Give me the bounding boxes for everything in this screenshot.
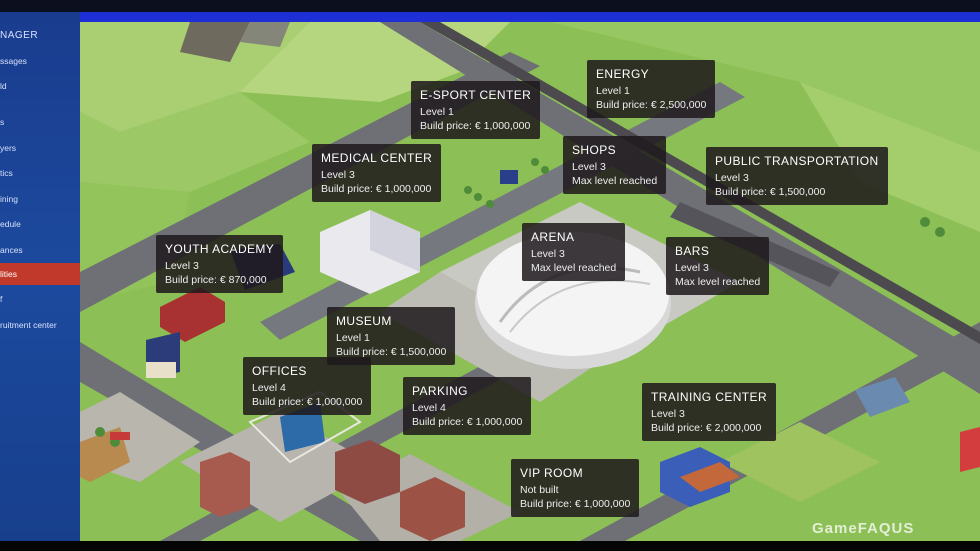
facility-price: Build price: € 1,500,000 xyxy=(715,186,826,198)
facility-name: SHOPS xyxy=(572,143,617,157)
facility-training-center[interactable]: TRAINING CENTER Level 3 Build price: € 2… xyxy=(642,383,777,441)
facility-museum[interactable]: MUSEUM Level 1 Build price: € 1,500,000 xyxy=(327,307,456,365)
facility-level: Level 3 xyxy=(675,262,709,274)
facility-esport-center[interactable]: E-SPORT CENTER Level 1 Build price: € 1,… xyxy=(411,81,541,139)
facility-level: Level 1 xyxy=(336,332,370,344)
facility-vip-room[interactable]: VIP ROOM Not built Build price: € 1,000,… xyxy=(511,459,640,517)
facility-arena[interactable]: ARENA Level 3 Max level reached xyxy=(522,223,626,281)
facility-shops[interactable]: SHOPS Level 3 Max level reached xyxy=(563,136,667,194)
facility-parking[interactable]: PARKING Level 4 Build price: € 1,000,000 xyxy=(403,377,532,435)
facility-name: BARS xyxy=(675,244,710,258)
facility-name: ENERGY xyxy=(596,67,650,81)
facility-name: VIP ROOM xyxy=(520,466,583,480)
facility-name: OFFICES xyxy=(252,364,307,378)
facility-level: Level 4 xyxy=(412,402,446,414)
facility-name: TRAINING CENTER xyxy=(651,390,768,404)
sidebar-title: NAGER xyxy=(0,30,39,41)
sidebar-item-club[interactable]: s xyxy=(0,117,5,127)
facility-name: ARENA xyxy=(531,230,575,244)
facility-price: Build price: € 1,000,000 xyxy=(321,183,432,195)
facility-level: Not built xyxy=(520,484,559,496)
top-accent-bar xyxy=(80,12,980,22)
sidebar-item-finances[interactable]: ances xyxy=(0,245,23,255)
facility-offices[interactable]: OFFICES Level 4 Build price: € 1,000,000 xyxy=(243,357,372,415)
facility-name: YOUTH ACADEMY xyxy=(165,242,275,256)
facility-name: E-SPORT CENTER xyxy=(420,88,532,102)
facility-price: Build price: € 1,000,000 xyxy=(412,416,523,428)
sidebar-item-players[interactable]: yers xyxy=(0,143,17,153)
sidebar-item-messages[interactable]: ssages xyxy=(0,56,27,66)
facility-price: Build price: € 2,500,000 xyxy=(596,99,707,111)
facility-energy[interactable]: ENERGY Level 1 Build price: € 2,500,000 xyxy=(587,60,716,118)
facility-level: Level 4 xyxy=(252,382,286,394)
facility-bars[interactable]: BARS Level 3 Max level reached xyxy=(666,237,770,295)
sidebar-item-training[interactable]: ining xyxy=(0,194,18,204)
facility-name: PUBLIC TRANSPORTATION xyxy=(715,154,879,168)
facility-price: Build price: € 1,500,000 xyxy=(336,346,447,358)
top-bar xyxy=(0,0,980,12)
sidebar-item-schedule[interactable]: edule xyxy=(0,219,21,229)
facility-price: Build price: € 2,000,000 xyxy=(651,422,762,434)
facility-price: Build price: € 1,000,000 xyxy=(420,120,531,132)
facility-youth-academy[interactable]: YOUTH ACADEMY Level 3 Build price: € 870… xyxy=(156,235,284,293)
facility-price: Build price: € 1,000,000 xyxy=(520,498,631,510)
facility-level: Level 3 xyxy=(572,161,606,173)
sidebar-item-staff[interactable]: f xyxy=(0,294,3,304)
facility-name: MUSEUM xyxy=(336,314,392,328)
facility-level: Level 3 xyxy=(651,408,685,420)
facility-price: Max level reached xyxy=(531,262,617,274)
facility-level: Level 3 xyxy=(165,260,199,272)
sidebar-item-world[interactable]: ld xyxy=(0,81,7,91)
facility-medical-center[interactable]: MEDICAL CENTER Level 3 Build price: € 1,… xyxy=(312,144,442,202)
facility-price: Build price: € 870,000 xyxy=(165,274,267,286)
sidebar-item-recruitment-center[interactable]: ruitment center xyxy=(0,320,57,330)
watermark-text: GameFAQUS xyxy=(812,520,915,537)
bottom-bar xyxy=(0,541,980,551)
facilities-map: ENERGY Level 1 Build price: € 2,500,000 … xyxy=(80,22,980,541)
sidebar-item-facilities[interactable]: lities xyxy=(0,263,80,285)
facility-name: PARKING xyxy=(412,384,468,398)
sidebar-item-tactics[interactable]: tics xyxy=(0,168,13,178)
facility-level: Level 1 xyxy=(420,106,454,118)
facility-price: Max level reached xyxy=(572,175,658,187)
facility-price: Build price: € 1,000,000 xyxy=(252,396,363,408)
facility-level: Level 3 xyxy=(321,169,355,181)
facility-level: Level 1 xyxy=(596,85,630,97)
facility-level: Level 3 xyxy=(715,172,749,184)
facility-public-transportation[interactable]: PUBLIC TRANSPORTATION Level 3 Build pric… xyxy=(706,147,888,205)
facility-level: Level 3 xyxy=(531,248,565,260)
sidebar: NAGER ssages ld s yers tics ining edule … xyxy=(0,12,80,541)
facility-name: MEDICAL CENTER xyxy=(321,151,433,165)
facility-price: Max level reached xyxy=(675,276,761,288)
